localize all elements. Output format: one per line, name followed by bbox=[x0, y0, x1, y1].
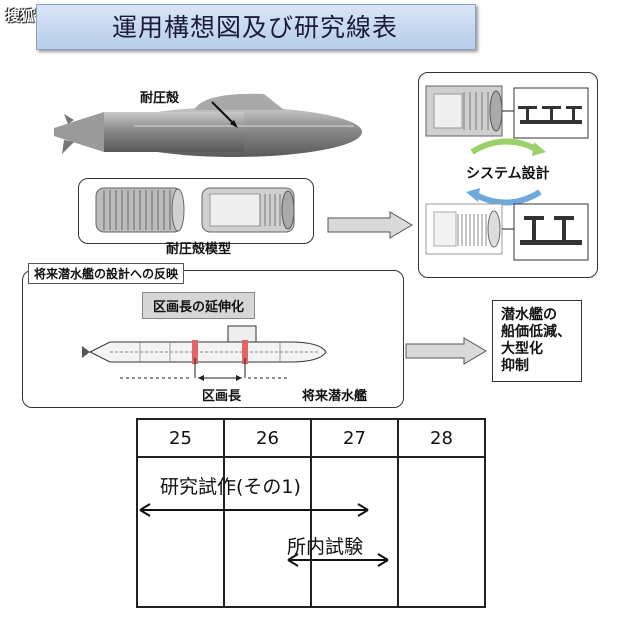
hull-model-images bbox=[95, 187, 295, 233]
system-design-diagram bbox=[425, 85, 589, 261]
task-research-prototype-bar bbox=[139, 503, 369, 517]
task-research-prototype-label: 研究試作(その1) bbox=[160, 476, 301, 498]
page-title: 運用構想図及び研究線表 bbox=[111, 13, 398, 42]
submarine-hull-illustration bbox=[54, 93, 362, 157]
pressure-hull-label: 耐圧殻 bbox=[140, 91, 180, 106]
future-submarine-label: 将来潜水艦 bbox=[302, 389, 368, 404]
section-length-label: 区画長 bbox=[202, 389, 242, 404]
title-banner bbox=[36, 4, 476, 50]
year-cell: 26 bbox=[223, 418, 312, 458]
schedule-cell bbox=[136, 456, 225, 608]
pressure-hull-model-label: 耐圧殻模型 bbox=[166, 242, 232, 257]
year-cell: 28 bbox=[397, 418, 486, 458]
schedule-cell bbox=[310, 456, 399, 608]
result-line-2: 船価低減、 bbox=[501, 324, 571, 340]
future-submarine-diagram bbox=[82, 325, 327, 381]
result-box: 潜水艦の 船価低減、 大型化 抑制 bbox=[492, 300, 582, 382]
schedule-header-row: 25 26 27 28 bbox=[136, 418, 486, 458]
year-cell: 27 bbox=[310, 418, 399, 458]
result-line-3: 大型化 bbox=[501, 341, 543, 357]
result-line-4: 抑制 bbox=[501, 358, 529, 374]
schedule-body-row bbox=[136, 456, 486, 608]
schedule-table: 25 26 27 28 bbox=[136, 418, 486, 608]
system-design-label: システム設計 bbox=[466, 166, 550, 182]
year-cell: 25 bbox=[136, 418, 225, 458]
future-reflection-tab: 将来潜水艦の設計への反映 bbox=[28, 263, 185, 284]
result-line-1: 潜水艦の bbox=[501, 307, 557, 323]
section-extension-tag: 区画長の延伸化 bbox=[142, 292, 256, 319]
schedule-cell bbox=[397, 456, 486, 608]
schedule-cell bbox=[223, 456, 312, 608]
pointer-arrow bbox=[211, 101, 235, 125]
arrow-to-result bbox=[405, 337, 487, 365]
task-in-house-test-bar bbox=[287, 553, 389, 567]
arrow-to-system-design bbox=[327, 211, 413, 239]
task-in-house-test-label: 所内試験 bbox=[287, 536, 364, 558]
